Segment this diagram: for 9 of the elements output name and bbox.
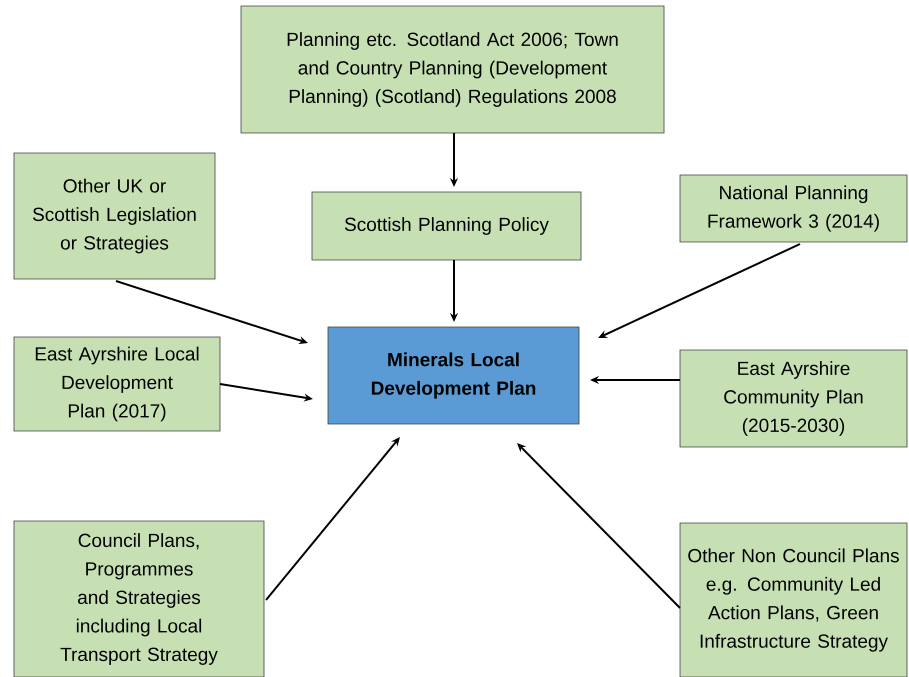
process-box: National Planning Framework 3 (2014)	[680, 174, 908, 242]
process-box: Other UK or Scottish Legislation or Strategies	[14, 152, 216, 280]
process-box: Scottish Planning Policy	[312, 192, 582, 260]
process-box: East Ayrshire Local Development Plan (2017)	[14, 336, 220, 432]
process-box: Council Plans, Programmes and Strategies including Local Transport Strategy	[14, 520, 264, 677]
process-box: Planning etc. Scotland Act 2006; Town and Country Planning (Development Planning) (Scotland) Regulations 2008	[240, 6, 664, 134]
process-box: East Ayrshire Community Plan (2015-2030)	[680, 350, 908, 448]
central-box: Minerals Local Development Plan	[328, 326, 580, 424]
process-box: Other Non Council Plans e.g. Community Led Action Plans, Green Infrastructure Strategy	[680, 522, 908, 677]
